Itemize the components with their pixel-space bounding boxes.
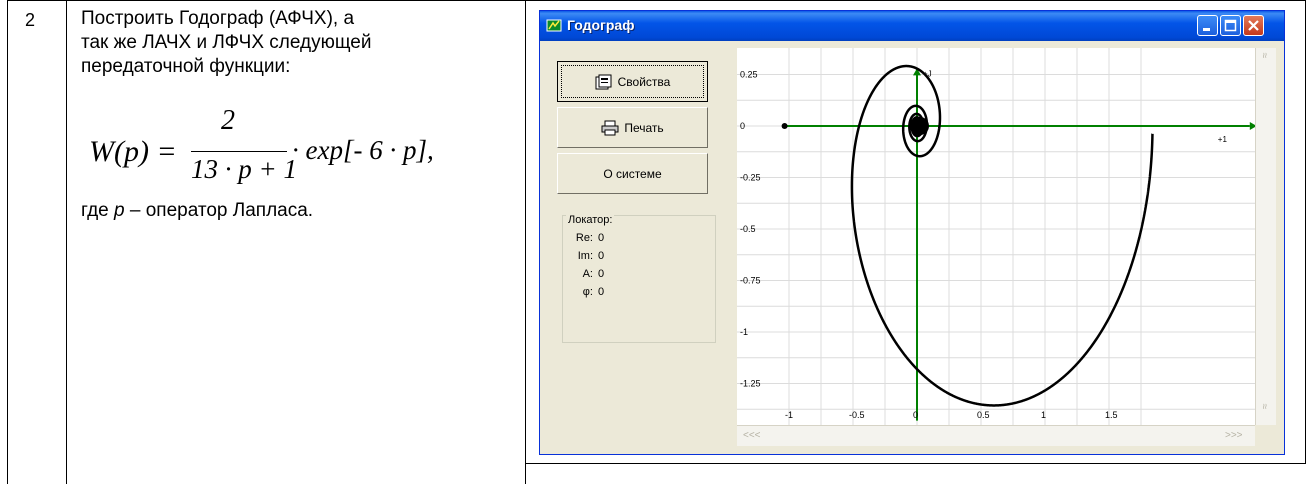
task-line: Построить Годограф (АФЧХ), а [81,8,355,29]
x-tick-label: 1.5 [1105,410,1118,420]
properties-label: Свойства [617,74,671,89]
where-suffix: – оператор Лапласа. [124,200,314,221]
table-divider-2 [525,0,526,484]
about-button[interactable]: О системе [557,153,708,194]
table-divider-1 [66,0,67,484]
y-axis-arrow [913,68,921,76]
table-border-top [7,0,1306,1]
y-tick-label: -1 [740,327,748,337]
close-icon [1248,20,1259,31]
hodograph-curve [850,64,1154,407]
formula-tail: · exp[- 6 · p], [292,135,434,165]
locator-value: 0 [598,268,605,280]
x-axis-arrow [1249,122,1255,130]
task-line: передаточной функции: [81,56,291,77]
scroll-right-arrow[interactable]: >>> [1225,430,1243,441]
properties-button[interactable]: Свойства [557,61,708,102]
locator-group: Локатор: Re: 0 Im: 0 A: 0 φ: 0 [562,214,716,343]
properties-icon [595,74,612,89]
table-border-left [7,0,8,484]
x-tick-label: 1 [1041,410,1046,420]
y-tick-label: -0.5 [740,224,756,234]
app-icon [546,19,562,32]
locator-label: A: [582,268,593,280]
side-panel: Свойства Печать О системе Локатор: Re: 0… [545,46,735,448]
task-line: так же ЛАЧХ и ЛФЧХ следующей [81,32,372,53]
x-tick-label: 0.5 [977,410,990,420]
y-tick-label: -0.25 [740,173,761,183]
minimize-button[interactable] [1197,15,1218,36]
y-tick-label: -0.75 [740,276,761,286]
y-axis-label: +J [923,69,932,78]
horizontal-scrollbar[interactable]: <<< >>> [737,425,1255,446]
maximize-icon [1224,19,1237,32]
formula-numerator: 2 [221,105,235,136]
task-text: Построить Годограф (АФЧХ), а так же ЛАЧХ… [81,7,511,79]
y-tick-label: 0.25 [740,70,758,80]
maximize-button[interactable] [1220,15,1241,36]
window-title: Годограф [567,17,635,33]
x-tick-label: -1 [785,410,793,420]
hodograph-window: Годограф Свойства Печать [539,10,1285,455]
table-row-bottom [525,463,1306,464]
scroll-up-arrow[interactable]: ≈ [1258,52,1270,59]
scroll-down-arrow[interactable]: ≈ [1258,403,1270,410]
scroll-corner [1255,425,1275,445]
minimize-icon [1203,28,1210,31]
where-prefix: где [81,200,115,221]
locator-value: 0 [598,286,605,298]
locator-value: 0 [598,250,605,262]
print-button[interactable]: Печать [557,107,708,148]
hodograph-plot[interactable]: +1 +J 0.25 0 -0.25 -0.5 -0.75 -1 -1.25 -1 -0.5 0 0.5… [737,48,1255,425]
transfer-function-formula: W(p) = 2 13 · p + 1 · exp[- 6 · p], [89,105,519,201]
y-tick-label: 0 [740,121,745,131]
x-tick-label: 0 [913,410,918,420]
locator-title: Локатор: [566,214,615,226]
title-bar[interactable]: Годограф [540,11,1284,41]
origin-marker [781,123,788,129]
fraction-bar [191,151,287,152]
locator-label: Re: [575,232,593,244]
x-tick-label: -0.5 [849,410,865,420]
close-button[interactable] [1243,15,1264,36]
scroll-left-arrow[interactable]: <<< [743,430,761,441]
curve-center-blob [911,117,929,135]
vertical-scrollbar[interactable]: ≈ ≈ [1255,48,1276,425]
where-text: где p – оператор Лапласа. [81,200,313,222]
y-tick-label: -1.25 [740,379,761,389]
x-axis-label: +1 [1218,135,1228,144]
where-var: p [114,200,125,221]
locator-label: φ: [582,286,593,298]
locator-label: Im: [577,250,593,262]
printer-icon [601,120,619,135]
row-number: 2 [25,10,36,30]
hodograph-chart[interactable]: +1 +J 0.25 0 -0.25 -0.5 -0.75 -1 -1.25 -1 -0.5 0 0.5… [737,48,1255,425]
locator-value: 0 [598,232,605,244]
about-label: О системе [603,166,662,181]
formula-lhs: W(p) = [89,135,177,168]
formula-denominator: 13 · p + 1 [191,154,297,184]
print-label: Печать [624,120,664,135]
